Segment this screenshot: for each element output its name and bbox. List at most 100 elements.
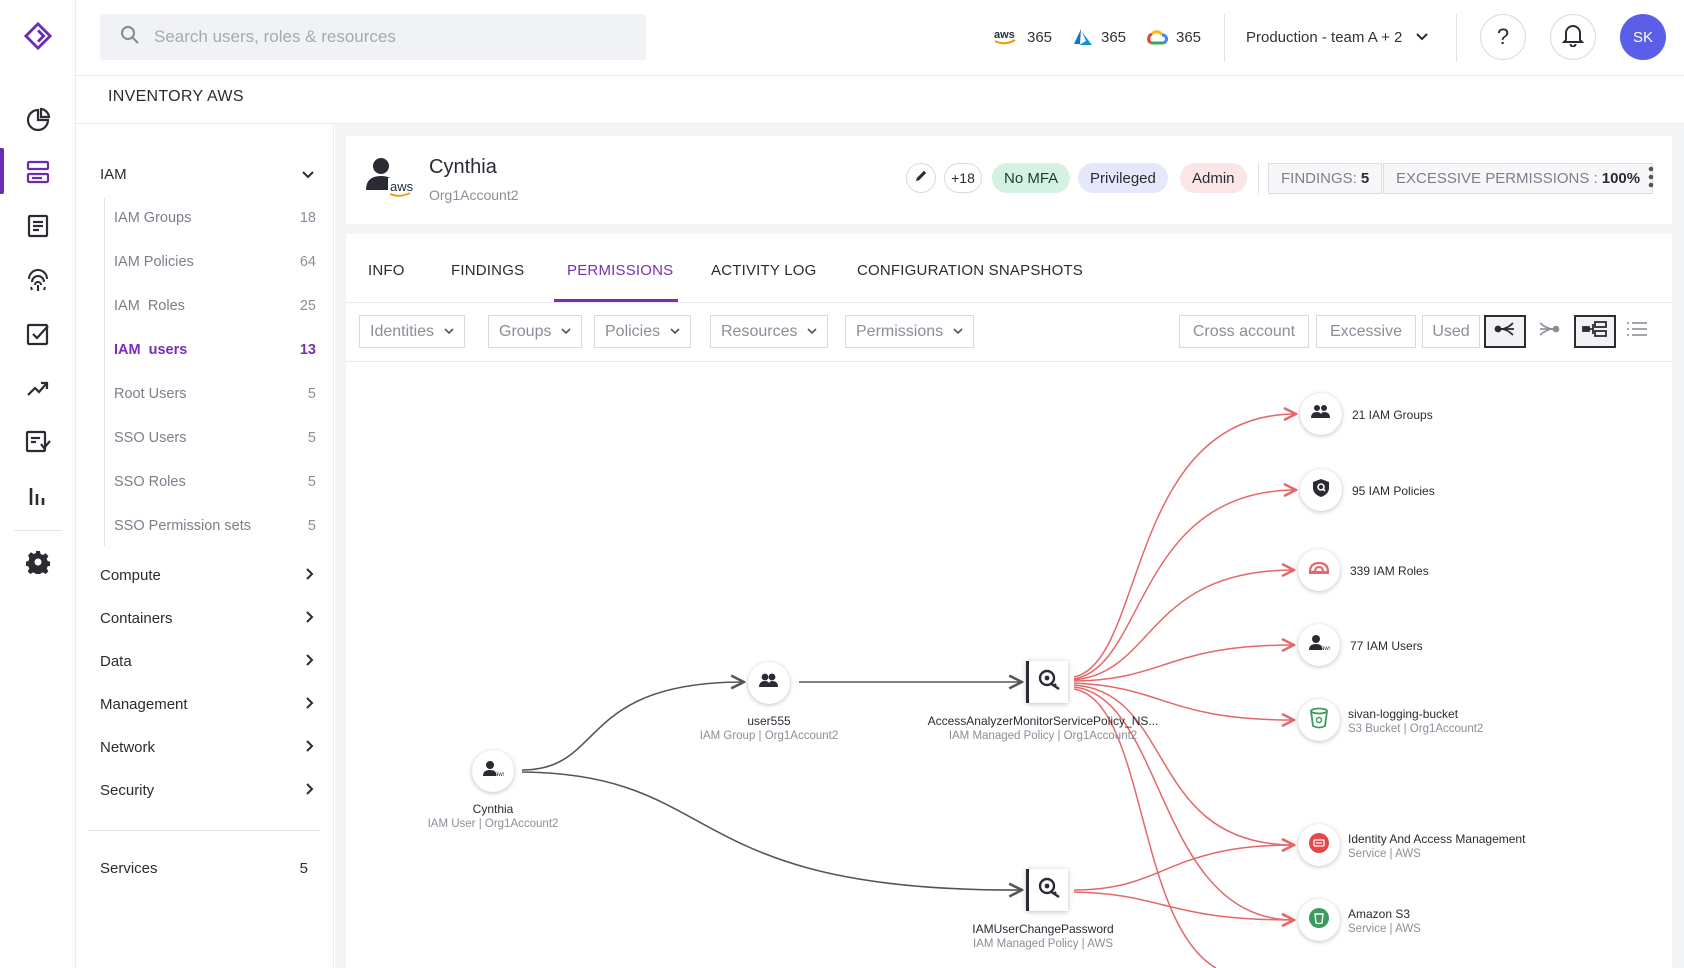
edit-button[interactable]	[906, 163, 936, 193]
aws-badge-text: aws	[390, 179, 414, 194]
toggle-cross-account[interactable]: Cross account	[1179, 315, 1309, 348]
sidebar-item-count: 25	[299, 298, 316, 314]
node-iam-groups[interactable]	[1300, 393, 1342, 435]
sidebar-item-label: Root Users	[114, 386, 187, 402]
list-view-button[interactable]	[1616, 315, 1658, 348]
tab-info[interactable]: INFO	[368, 262, 405, 279]
tab-configuration-snapshots[interactable]: CONFIGURATION SNAPSHOTS	[857, 262, 1084, 279]
azure-count-value: 365	[1101, 28, 1127, 46]
help-button[interactable]: ?	[1480, 14, 1526, 60]
filter-groups[interactable]: Groups	[488, 315, 583, 348]
tag-no-mfa: No MFA	[992, 163, 1071, 193]
aws-count[interactable]: aws 365	[993, 24, 1052, 50]
tree-group-label: Network	[100, 739, 156, 756]
toggle-excessive[interactable]: Excessive	[1316, 315, 1416, 348]
node-s3-service[interactable]	[1298, 899, 1340, 941]
filter-resources[interactable]: Resources	[710, 315, 829, 348]
node-iam-service[interactable]	[1298, 824, 1340, 866]
compliance-icon[interactable]	[24, 428, 52, 456]
chevron-down-icon	[670, 328, 680, 335]
edge-policy2-iam	[1073, 845, 1294, 891]
fingerprint-icon[interactable]	[24, 266, 52, 294]
tree-group-compute[interactable]: Compute	[100, 567, 314, 584]
node-s3-service-label: Amazon S3	[1348, 907, 1411, 921]
findings-count[interactable]: FINDINGS: 5	[1268, 163, 1383, 194]
node-user555[interactable]	[748, 662, 790, 704]
node-iam-policies[interactable]	[1300, 469, 1342, 511]
node-cynthia-sub: IAM User | Org1Account2	[427, 818, 559, 830]
app-logo[interactable]	[24, 21, 52, 51]
node-iam-roles[interactable]	[1298, 549, 1340, 591]
tree-group-label: Containers	[100, 610, 173, 627]
tab-permissions[interactable]: PERMISSIONS	[567, 262, 674, 279]
node-policy1[interactable]	[1026, 661, 1068, 703]
inventory-icon[interactable]	[24, 158, 52, 186]
chevron-down-icon	[953, 328, 963, 335]
tree-view-button[interactable]	[1574, 315, 1616, 348]
tree-group-management[interactable]: Management	[100, 696, 314, 713]
avatar[interactable]: SK	[1620, 14, 1666, 60]
filter-permissions[interactable]: Permissions	[845, 315, 975, 348]
chevron-down-icon	[1416, 33, 1429, 41]
sidebar-item-label: IAM Roles	[114, 298, 185, 314]
edge-policy1-iam	[1073, 684, 1294, 845]
sidebar-item-iam-roles[interactable]: IAM Roles 25	[114, 298, 316, 314]
edge-cynthia-user555	[521, 682, 744, 771]
tree-group-security[interactable]: Security	[100, 782, 314, 799]
filter-identities[interactable]: Identities	[359, 315, 466, 348]
pie-chart-icon[interactable]	[24, 106, 52, 134]
reverse-graph-icon	[1537, 320, 1561, 343]
notifications-button[interactable]	[1550, 14, 1596, 60]
toggle-used[interactable]: Used	[1422, 315, 1480, 348]
gcp-count[interactable]: 365	[1146, 24, 1201, 50]
document-icon[interactable]	[24, 212, 52, 240]
node-iam-users[interactable]: aws	[1298, 624, 1340, 666]
pencil-icon	[914, 169, 928, 188]
sidebar-item-label: SSO Roles	[114, 474, 186, 490]
excessive-permissions[interactable]: EXCESSIVE PERMISSIONS : 100%	[1383, 163, 1654, 194]
search-input[interactable]	[154, 27, 624, 47]
azure-count[interactable]: 365	[1073, 24, 1126, 50]
more-menu-icon[interactable]	[1648, 166, 1654, 193]
tab-findings[interactable]: FINDINGS	[451, 262, 525, 279]
filter-policies[interactable]: Policies	[594, 315, 692, 348]
node-s3-bucket[interactable]	[1298, 699, 1340, 741]
permissions-graph[interactable]: aws Cynthia IAM User | Org1Account2 user…	[346, 362, 1672, 968]
environment-label: Production - team A + 2	[1246, 28, 1403, 46]
tree-group-data[interactable]: Data	[100, 653, 314, 670]
reverse-graph-button[interactable]	[1528, 315, 1570, 348]
findings-value: 5	[1360, 170, 1370, 187]
node-policy2[interactable]	[1026, 869, 1068, 911]
excessive-label: EXCESSIVE PERMISSIONS :	[1396, 170, 1598, 187]
checkbox-icon[interactable]	[24, 320, 52, 348]
tree-group-containers[interactable]: Containers	[100, 610, 314, 627]
help-icon: ?	[1496, 24, 1510, 49]
policy-icon	[1037, 877, 1061, 904]
svg-text:aws: aws	[495, 772, 504, 778]
tree-group-network[interactable]: Network	[100, 739, 314, 756]
tree-group-services[interactable]: Services 5	[100, 860, 308, 877]
search-box[interactable]	[100, 14, 646, 60]
environment-select[interactable]: Production - team A + 2	[1246, 22, 1429, 52]
node-cynthia[interactable]: aws	[472, 750, 514, 792]
entity-name: Cynthia	[429, 156, 497, 178]
gear-icon[interactable]	[24, 548, 52, 576]
trend-icon[interactable]	[24, 374, 52, 402]
tab-activity-log[interactable]: ACTIVITY LOG	[711, 262, 817, 279]
tree-group-iam[interactable]: IAM	[100, 166, 314, 183]
bar-chart-icon[interactable]	[24, 482, 52, 510]
more-tags-badge[interactable]: +18	[944, 163, 982, 193]
graph-view-button[interactable]	[1484, 315, 1526, 348]
chevron-down-icon	[561, 328, 572, 335]
user-icon: aws	[1308, 634, 1332, 657]
sidebar-item-label: SSO Users	[114, 430, 187, 446]
edge-policy1-s3	[1073, 686, 1294, 920]
filter-label: Resources	[721, 322, 798, 340]
